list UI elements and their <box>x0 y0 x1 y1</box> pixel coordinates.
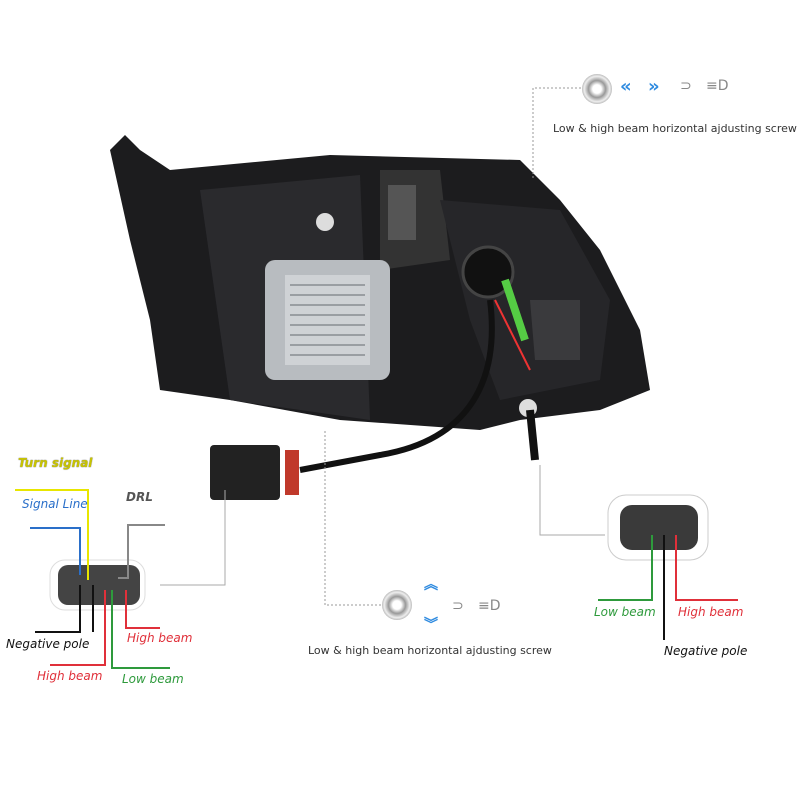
high-beam-label-left: High beam <box>37 669 103 683</box>
wire-green <box>501 278 529 342</box>
chevron-down-double-icon: ︾ <box>424 617 438 633</box>
signal-line-label: Signal Line <box>22 497 88 511</box>
left-connector <box>49 559 146 611</box>
right-low-beam-label: Low beam <box>594 605 656 619</box>
negative-pole-label: Negative pole <box>6 637 90 651</box>
turn-signal-label: Turn signal <box>18 456 93 470</box>
harness-plug <box>210 445 280 500</box>
chevron-left-double-icon: « <box>620 76 632 97</box>
wire-harness <box>299 299 495 473</box>
screw-icon <box>382 590 412 620</box>
ballast-heatsink <box>265 260 390 380</box>
high-beam-label-right: High beam <box>127 631 193 645</box>
right-connector <box>607 494 709 561</box>
bottom-screw-caption: Low & high beam horizontal ajdusting scr… <box>308 644 552 657</box>
right-high-beam-label: High beam <box>678 605 744 619</box>
high-beam-icon: ≡D <box>478 598 501 614</box>
screw-icon <box>582 74 612 104</box>
top-screw-caption: Low & high beam horizontal ajdusting scr… <box>553 122 797 135</box>
screw-top <box>316 213 334 231</box>
high-beam-icon: ≡D <box>706 78 729 94</box>
right-negative-pole-label: Negative pole <box>664 644 748 658</box>
low-beam-label: Low beam <box>122 672 184 686</box>
low-beam-icon: ⊃ <box>452 598 464 614</box>
low-beam-icon: ⊃ <box>680 78 692 94</box>
chevron-right-double-icon: » <box>648 76 660 97</box>
drl-label: DRL <box>126 490 153 504</box>
chevron-up-double-icon: ︽ <box>424 577 438 593</box>
